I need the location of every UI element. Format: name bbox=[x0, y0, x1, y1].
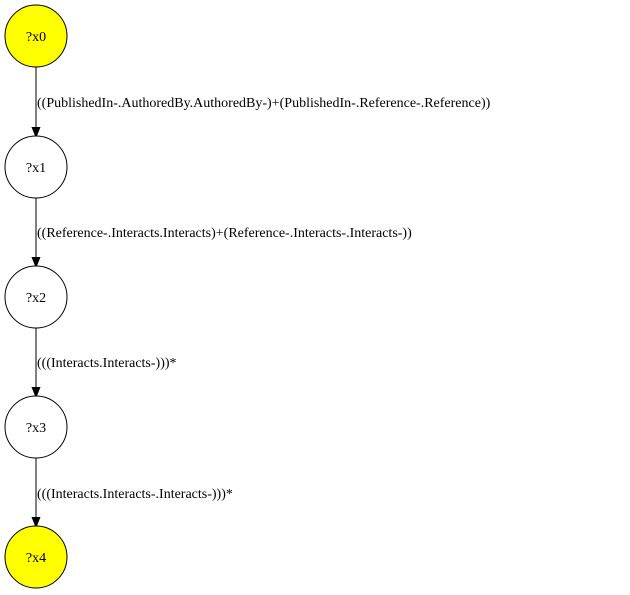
node-label-x2: ?x2 bbox=[26, 291, 46, 306]
edge-label-x3-x4: (((Interacts.Interacts-.Interacts-)))* bbox=[37, 487, 233, 502]
edge-x2-x3: (((Interacts.Interacts-)))* bbox=[36, 328, 177, 396]
node-label-x0: ?x0 bbox=[26, 30, 46, 45]
node-x0: ?x0 bbox=[4, 4, 68, 68]
node-label-x3: ?x3 bbox=[26, 421, 46, 436]
node-label-x4: ?x4 bbox=[26, 551, 46, 566]
edge-label-x0-x1: ((PublishedIn-.AuthoredBy.AuthoredBy-)+(… bbox=[37, 96, 491, 111]
node-x2: ?x2 bbox=[4, 265, 68, 329]
node-x3: ?x3 bbox=[4, 395, 68, 459]
node-x4: ?x4 bbox=[4, 525, 68, 589]
node-label-x1: ?x1 bbox=[26, 161, 46, 176]
node-x1: ?x1 bbox=[4, 135, 68, 199]
edge-label-x2-x3: (((Interacts.Interacts-)))* bbox=[37, 356, 177, 371]
edge-label-x1-x2: ((Reference-.Interacts.Interacts)+(Refer… bbox=[37, 226, 412, 241]
edge-x3-x4: (((Interacts.Interacts-.Interacts-)))* bbox=[36, 458, 233, 526]
edge-x0-x1: ((PublishedIn-.AuthoredBy.AuthoredBy-)+(… bbox=[36, 67, 491, 136]
edge-x1-x2: ((Reference-.Interacts.Interacts)+(Refer… bbox=[36, 198, 412, 266]
